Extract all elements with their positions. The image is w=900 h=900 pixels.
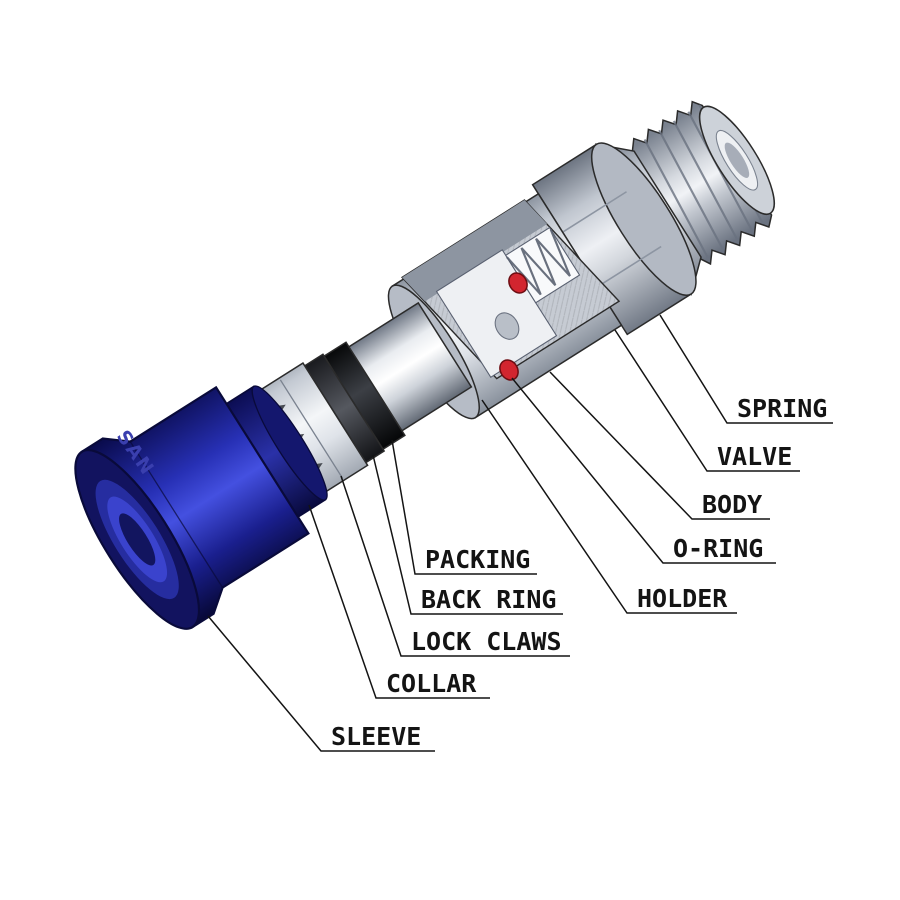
leader-packing [391, 439, 537, 575]
label-lock-claws-text: LOCK CLAWS [411, 627, 562, 656]
bore-shadow [402, 200, 548, 302]
collar-part [225, 385, 328, 519]
label-spring: SPRING [659, 314, 833, 424]
o-ring-lower [499, 359, 519, 381]
leader-oring [511, 377, 776, 564]
leader-valve [614, 329, 800, 472]
leader-collar [308, 504, 490, 699]
label-sleeve: SLEEVE [207, 615, 435, 752]
label-body: BODY [549, 371, 770, 520]
spring-part [506, 229, 571, 296]
leader-body [549, 371, 770, 520]
label-back-ring: BACK RING [372, 454, 563, 615]
label-spring-text: SPRING [737, 394, 827, 423]
thread-part [631, 100, 775, 266]
o-ring-parts [499, 272, 528, 381]
label-collar: COLLAR [308, 504, 490, 699]
leader-holder [481, 399, 737, 614]
holder-port [494, 312, 520, 340]
o-ring-upper [508, 272, 528, 294]
label-collar-text: COLLAR [386, 669, 477, 698]
label-sleeve-text: SLEEVE [331, 722, 421, 751]
body-hex-part [531, 142, 697, 336]
label-holder: HOLDER [481, 399, 737, 614]
label-packing: PACKING [391, 439, 537, 575]
label-back-ring-text: BACK RING [421, 585, 556, 614]
leader-sleeve [207, 615, 435, 752]
sleeve-bore-deep [119, 513, 156, 566]
leader-lock-claws [340, 475, 570, 657]
label-lock-claws: LOCK CLAWS [340, 475, 570, 657]
label-packing-text: PACKING [425, 545, 530, 574]
leader-spring [659, 314, 833, 424]
thread-bore-inner [724, 142, 750, 178]
sleeve-part [74, 385, 310, 630]
callouts: SPRING VALVE BODY O-RING HOLDER PACKING … [207, 314, 833, 752]
label-oring: O-RING [511, 377, 776, 564]
leader-back-ring [372, 454, 563, 615]
label-body-text: BODY [702, 490, 762, 519]
label-holder-text: HOLDER [637, 584, 728, 613]
label-valve-text: VALVE [717, 442, 792, 471]
label-valve: VALVE [614, 329, 800, 472]
label-oring-text: O-RING [673, 534, 763, 563]
